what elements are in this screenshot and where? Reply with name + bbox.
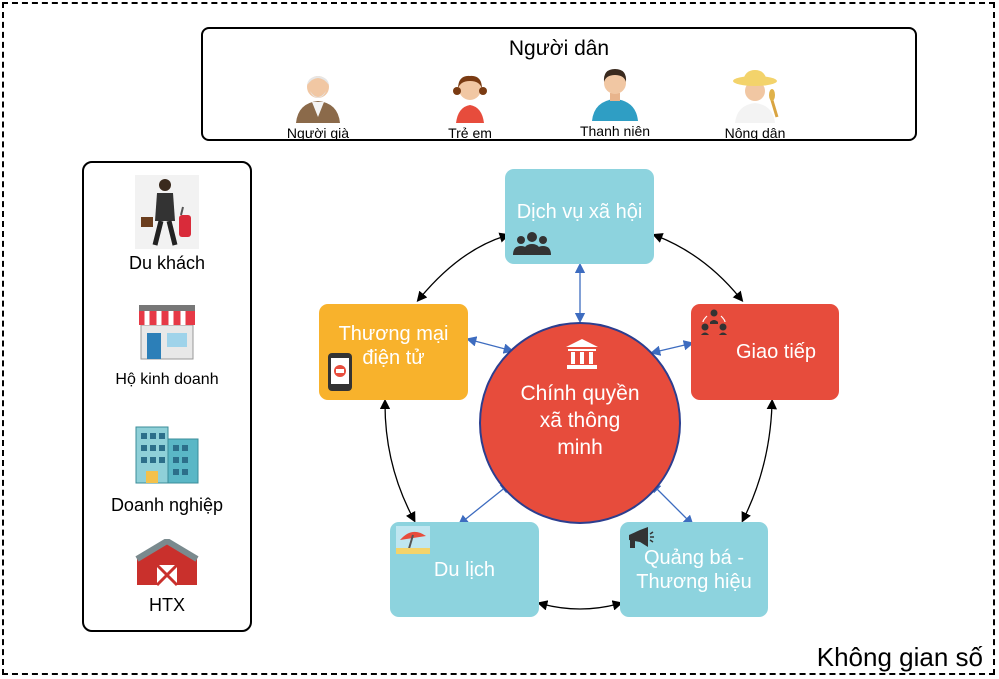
stakeholder-cooperative: HTX: [84, 539, 250, 616]
stakeholder-traveler: Du khách: [84, 175, 250, 274]
citizen-child: Trẻ em: [415, 71, 525, 141]
citizen-elderly: Người già: [263, 67, 373, 141]
stakeholder-shop: Hộ kinh doanh: [84, 303, 250, 389]
stakeholder-shop-label: Hộ kinh doanh: [115, 371, 219, 388]
spoke-arrow-ecommerce: [465, 336, 515, 354]
ring-arrow-ecommerce-tourism: [379, 398, 416, 523]
node-branding: Quảng bá - Thương hiệu: [620, 522, 768, 617]
center-smart-commune-government: Chính quyền xã thông minh: [479, 322, 681, 524]
young-man-icon: [592, 69, 638, 121]
citizen-youth-label: Thanh niên: [579, 123, 651, 139]
citizens-box: Người dân Người già Trẻ em Thanh niên: [201, 27, 917, 141]
node-ecommerce-label: Thương mại điện tử: [338, 323, 449, 369]
stakeholder-traveler-label: Du khách: [128, 253, 206, 273]
beach-umbrella-icon: [396, 526, 430, 554]
stakeholder-enterprise: Doanh nghiệp: [84, 425, 250, 516]
ring-arrow-social-ecommerce: [416, 232, 510, 302]
megaphone-icon: [629, 527, 654, 548]
barn-icon: [135, 539, 199, 587]
stakeholder-cooperative-label: HTX: [149, 595, 185, 615]
people-group-icon: [513, 232, 551, 255]
digital-space-label: Không gian số: [816, 642, 983, 672]
spoke-arrow-communication: [649, 340, 695, 356]
node-tourism-label: Du lịch: [433, 558, 496, 581]
node-social-services-label: Dịch vụ xã hội: [516, 200, 643, 223]
citizen-child-label: Trẻ em: [448, 125, 492, 141]
stakeholders-box: Du khách Hộ kinh doanh Doan: [82, 161, 252, 632]
farmer-icon: [733, 70, 779, 123]
node-tourism: Du lịch: [390, 522, 539, 617]
spoke-arrow-branding: [650, 482, 694, 526]
ring-arrow-communication-branding: [741, 398, 778, 523]
spoke-arrow-tourism: [457, 482, 512, 526]
elderly-man-icon: [296, 76, 340, 123]
node-social-services: Dịch vụ xã hội: [505, 169, 654, 264]
mobile-shop-icon: [328, 353, 352, 391]
citizen-youth: Thanh niên: [560, 63, 670, 139]
node-branding-label: Quảng bá - Thương hiệu: [636, 546, 752, 593]
center-label: Chính quyền xã thông minh: [481, 380, 679, 461]
citizen-farmer: Nông dân: [700, 67, 810, 141]
ring-arrow-branding-tourism: [536, 600, 624, 611]
government-building-icon: [566, 339, 598, 369]
network-people-icon: [701, 309, 727, 335]
citizen-elderly-label: Người già: [286, 125, 350, 141]
traveler-icon: [135, 175, 199, 249]
child-girl-icon: [453, 75, 487, 123]
shop-icon: [139, 305, 195, 360]
node-ecommerce: Thương mại điện tử: [319, 304, 468, 400]
stakeholder-enterprise-label: Doanh nghiệp: [110, 495, 224, 515]
center-label-text: Chính quyền xã thông minh: [520, 382, 640, 459]
office-building-icon: [135, 426, 199, 484]
citizens-title: Người dân: [508, 37, 610, 60]
ring-arrow-social-communication: [652, 233, 744, 303]
citizen-farmer-label: Nông dân: [724, 125, 786, 141]
node-communication: Giao tiếp: [691, 304, 839, 400]
node-communication-label: Giao tiếp: [735, 341, 817, 363]
